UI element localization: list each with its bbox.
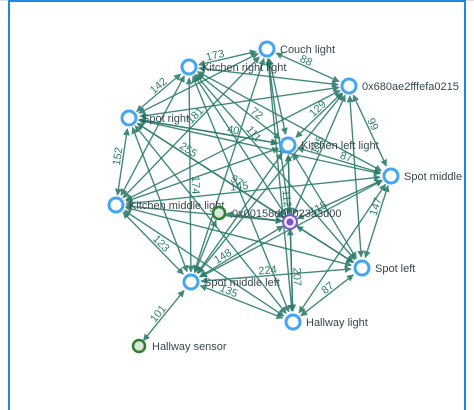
- graph-link: [123, 209, 285, 317]
- node-label: Kitchen left light: [301, 140, 379, 152]
- node-label: Spot left: [375, 263, 415, 275]
- link-quality-label: 112: [279, 189, 293, 208]
- node-kitchen-right[interactable]: Kitchen right light: [180, 58, 286, 76]
- link-quality-label: 88: [298, 53, 314, 69]
- node-label: Spot middle left: [204, 277, 280, 289]
- router-node-icon: [382, 167, 400, 185]
- link-quality-label: 142: [148, 76, 170, 97]
- node-coordinator[interactable]: [282, 214, 298, 230]
- node-label: Kitchen right light: [202, 62, 286, 74]
- router-node-icon: [353, 259, 371, 277]
- router-node-icon: [258, 40, 276, 58]
- link-quality-label: 99: [364, 116, 380, 132]
- link-quality-label: 145: [229, 180, 249, 194]
- router-node-icon: [284, 313, 302, 331]
- link-quality-label: 40: [226, 124, 240, 138]
- node-spot-middle[interactable]: Spot middle: [382, 167, 462, 185]
- node-label: Hallway sensor: [152, 341, 227, 353]
- graph-link: [292, 94, 346, 216]
- link-quality-label: 97: [228, 173, 245, 190]
- link-quality-label: 147: [368, 196, 385, 217]
- node-label: Couch light: [280, 44, 335, 56]
- node-couch[interactable]: Couch light: [258, 40, 335, 58]
- link-quality-label: 174: [189, 176, 201, 194]
- link-quality-label: 173: [205, 48, 226, 64]
- node-label: 0x680ae2fffefa0215: [362, 81, 459, 93]
- node-hallway-sensor[interactable]: Hallway sensor: [131, 338, 227, 354]
- link-quality-label: 87: [319, 280, 336, 297]
- link-quality-label: 123: [150, 233, 171, 255]
- node-kitchen-left[interactable]: Kitchen left light: [279, 136, 379, 154]
- link-quality-label: 255: [177, 140, 199, 160]
- router-node-icon: [120, 109, 138, 127]
- graph-link: [300, 274, 354, 317]
- node-spot-middle-left[interactable]: Spot middle left: [182, 273, 280, 291]
- link-quality-label: 148: [212, 247, 234, 267]
- node-label: Spot right: [142, 113, 189, 125]
- graph-link: [185, 77, 195, 273]
- node-zb2[interactable]: 0x00158d00023a3d00: [211, 205, 342, 221]
- router-node-icon: [182, 273, 200, 291]
- node-hallway-light[interactable]: Hallway light: [284, 313, 368, 331]
- router-node-icon: [180, 58, 198, 76]
- link-quality-label: 224: [258, 264, 277, 277]
- router-node-icon: [340, 77, 358, 95]
- node-kitchen-middle[interactable]: Kitchen middle light: [107, 196, 224, 214]
- link-quality-label: 207: [290, 267, 303, 286]
- graph-link: [346, 95, 365, 258]
- node-spot-right[interactable]: Spot right: [120, 109, 189, 127]
- node-label: Hallway light: [306, 317, 368, 329]
- node-label: Kitchen middle light: [129, 200, 224, 212]
- node-label: Spot middle: [404, 171, 462, 183]
- link-quality-label: 87: [338, 150, 353, 165]
- graph-link: [142, 289, 185, 342]
- link-quality-label: 152: [111, 146, 126, 166]
- graph-link: [199, 284, 284, 319]
- end-device-node-icon: [211, 205, 227, 221]
- graph-link: [125, 147, 280, 203]
- node-label: 0x00158d00023a3d00: [232, 208, 342, 220]
- graph-links: [114, 49, 390, 342]
- link-quality-label: 129: [307, 98, 329, 119]
- link-quality-label: 111: [243, 124, 263, 145]
- router-node-icon: [279, 136, 297, 154]
- router-node-icon: [107, 196, 125, 214]
- coordinator-core-icon: [286, 218, 294, 226]
- node-zb1[interactable]: 0x680ae2fffefa0215: [340, 77, 459, 95]
- link-quality-label: 72: [248, 105, 265, 122]
- node-spot-left[interactable]: Spot left: [353, 259, 415, 277]
- link-quality-label: 101: [148, 303, 169, 325]
- end-device-node-icon: [131, 338, 147, 354]
